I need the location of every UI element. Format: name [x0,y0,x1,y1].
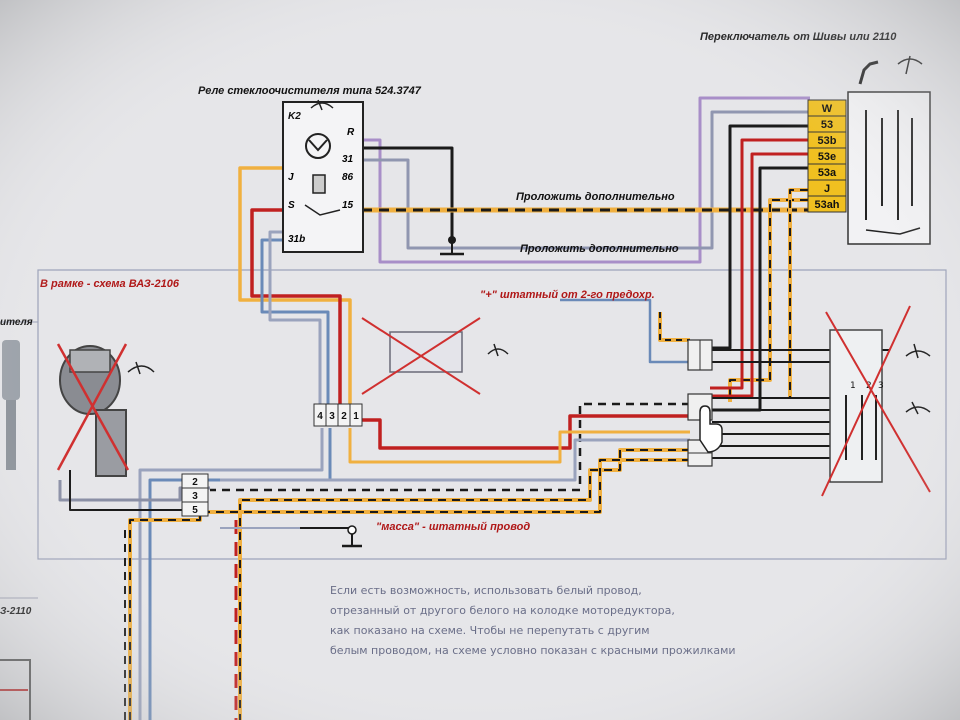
main-connector-pin: 2 [192,477,198,488]
frame-title: В рамке - схема ВАЗ-2106 [40,278,180,290]
relay-k2-label: K2 [288,111,301,122]
switch-pin-label: 53a [818,167,837,179]
switch-pin-3: 3 [878,381,884,391]
footnote-line-2: отрезанный от другого белого на колодке … [330,604,675,617]
note-extra-2: Проложить дополнительно [520,243,679,255]
switch-pin-label: J [824,183,830,195]
motor-connector-pin: 1 [353,411,359,422]
relay-pin-31: 31 [342,154,354,165]
right-connector-upper [687,339,713,371]
relay-pin-s: S [288,200,295,211]
switch-pin-label: W [822,103,833,115]
main-connector: 2 3 5 [181,473,209,517]
switch-title: Переключатель от Шивы или 2110 [700,31,897,43]
main-connector-pin: 3 [192,491,198,502]
switch-pin-1: 1 [850,381,856,391]
left-cut-title-2: З-2110 [0,606,32,617]
relay-title: Реле стеклоочистителя типа 524.3747 [198,85,422,97]
switch-pin-label: 53ah [814,199,839,211]
main-connector-pin: 5 [192,505,198,516]
relay-pin-31b: 31b [288,234,305,245]
motor-connector-pin: 3 [329,411,335,422]
switch-pin-label: 53e [818,151,836,163]
relay-pin-j: J [288,172,294,183]
left-cut-title: ителя [0,317,33,328]
relay-pin-86: 86 [342,172,354,183]
footnote-line-3: как показано на схеме. Чтобы не перепута… [330,624,650,637]
footnote-line-1: Если есть возможность, использовать белы… [330,584,642,597]
switch-pin-label: 53 [821,119,833,131]
note-ground: "масса" - штатный провод [376,521,530,533]
motor-connector-pin: 4 [317,411,323,422]
footnote-line-4: белым проводом, на схеме условно показан… [330,644,736,657]
relay-pin-r: R [347,127,355,138]
relay-pin-15: 15 [342,200,354,211]
note-extra-1: Проложить дополнительно [516,191,675,203]
relay-524-3747: K2 R 31 86 J S 15 31b [282,99,364,253]
switch-pin-label: 53b [818,135,837,147]
note-fuse: "+" штатный от 2-го предохр. [480,289,655,301]
motor-connector-pin: 2 [341,411,347,422]
